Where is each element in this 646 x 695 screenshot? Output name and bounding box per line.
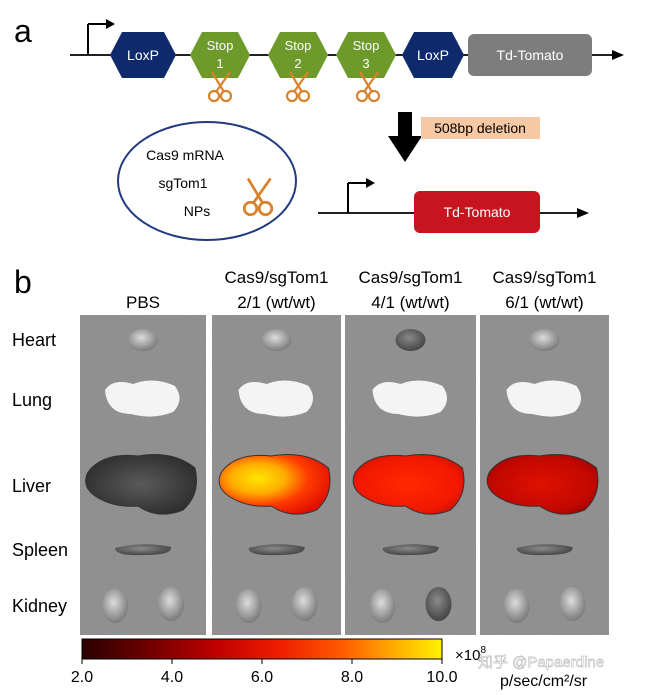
down-arrow-icon <box>388 112 422 162</box>
lung-organ <box>372 380 448 417</box>
image-tile <box>480 315 609 635</box>
panel-b-label: b <box>14 264 32 300</box>
image-tile <box>80 315 206 635</box>
colorbar: 2.0 4.0 6.0 8.0 10.0 ×108 p/sec/cm²/sr <box>71 638 588 690</box>
td-tomato-inactive: Td-Tomato <box>468 34 592 76</box>
panel-a-label: a <box>14 13 32 49</box>
kidney-right-organ <box>559 587 586 621</box>
svg-text:Td-Tomato: Td-Tomato <box>444 204 511 220</box>
organ-label-lung: Lung <box>12 390 52 410</box>
nanoparticle-bubble: Cas9 mRNA sgTom1 NPs <box>117 121 297 241</box>
loxp-right: LoxP <box>402 32 464 78</box>
group-header-line1: Cas9/sgTom1 <box>359 268 463 287</box>
svg-text:Td-Tomato: Td-Tomato <box>497 47 564 63</box>
organ-label-liver: Liver <box>12 476 51 496</box>
heart-organ <box>261 329 292 351</box>
svg-text:Stop: Stop <box>207 38 234 53</box>
svg-text:Stop: Stop <box>353 38 380 53</box>
heart-organ <box>529 329 560 351</box>
lung-organ <box>506 380 582 417</box>
liver-organ <box>85 454 197 515</box>
watermark: 知乎 @Papaerdine <box>478 654 604 671</box>
colorbar-tick-label: 2.0 <box>71 669 93 686</box>
group-header-line2: 2/1 (wt/wt) <box>237 293 315 312</box>
organ-label-spleen: Spleen <box>12 540 68 560</box>
svg-text:Stop: Stop <box>285 38 312 53</box>
group-header-line1: Cas9/sgTom1 <box>493 268 597 287</box>
colorbar-tick-label: 6.0 <box>251 669 273 686</box>
colorbar-ticks: 2.0 4.0 6.0 8.0 10.0 <box>71 659 458 686</box>
group-headers: PBS Cas9/sgTom1 2/1 (wt/wt) Cas9/sgTom1 4/1 … <box>126 268 596 312</box>
spleen-organ <box>382 544 439 556</box>
colorbar-multiplier: ×108 <box>455 645 486 664</box>
svg-text:3: 3 <box>362 56 369 71</box>
lung-organ <box>238 380 314 417</box>
colorbar-tick-label: 10.0 <box>426 669 457 686</box>
liver-organ <box>486 454 599 515</box>
deletion-label: 508bp deletion <box>421 117 540 139</box>
kidney-left-organ <box>102 589 128 623</box>
dna-arrowhead-top <box>612 50 624 60</box>
stop-1: Stop 1 <box>190 32 250 78</box>
lung-organ <box>105 380 180 417</box>
group-header-line1: Cas9/sgTom1 <box>225 268 329 287</box>
organ-label-kidney: Kidney <box>12 596 67 616</box>
kidney-right-organ <box>291 587 318 621</box>
svg-text:LoxP: LoxP <box>127 47 159 63</box>
loxp-left: LoxP <box>110 32 176 78</box>
svg-text:NPs: NPs <box>184 203 210 219</box>
svg-text:Cas9 mRNA: Cas9 mRNA <box>146 147 224 163</box>
colorbar-unit: p/sec/cm²/sr <box>500 673 588 690</box>
kidney-right-organ <box>425 587 452 621</box>
group-header-line1: PBS <box>126 293 160 312</box>
spleen-organ <box>516 544 573 556</box>
promoter-arrow-bottom <box>347 178 375 213</box>
image-tile <box>345 315 476 635</box>
group-header-line2: 6/1 (wt/wt) <box>505 293 583 312</box>
colorbar-tick-label: 8.0 <box>341 669 363 686</box>
heart-organ <box>395 329 426 351</box>
organ-label-heart: Heart <box>12 330 56 350</box>
heart-organ <box>128 329 158 351</box>
promoter-arrow-top <box>87 19 115 55</box>
spleen-organ <box>248 544 305 556</box>
svg-text:508bp deletion: 508bp deletion <box>434 120 526 136</box>
svg-text:1: 1 <box>216 56 223 71</box>
kidney-right-organ <box>158 587 184 621</box>
td-tomato-active: Td-Tomato <box>414 191 540 233</box>
colorbar-gradient <box>81 638 443 660</box>
colorbar-tick-label: 4.0 <box>161 669 183 686</box>
spleen-organ <box>115 544 172 556</box>
liver-organ <box>352 454 465 515</box>
liver-organ <box>218 454 331 515</box>
dna-arrowhead-bottom <box>577 208 589 218</box>
kidney-left-organ <box>503 589 530 623</box>
svg-text:LoxP: LoxP <box>417 47 449 63</box>
kidney-left-organ <box>235 589 262 623</box>
image-tiles <box>80 315 609 635</box>
image-tile <box>212 315 341 635</box>
kidney-left-organ <box>369 589 396 623</box>
stop-3: Stop 3 <box>336 32 396 78</box>
svg-text:2: 2 <box>294 56 301 71</box>
group-header-line2: 4/1 (wt/wt) <box>371 293 449 312</box>
svg-text:sgTom1: sgTom1 <box>158 175 207 191</box>
stop-2: Stop 2 <box>268 32 328 78</box>
